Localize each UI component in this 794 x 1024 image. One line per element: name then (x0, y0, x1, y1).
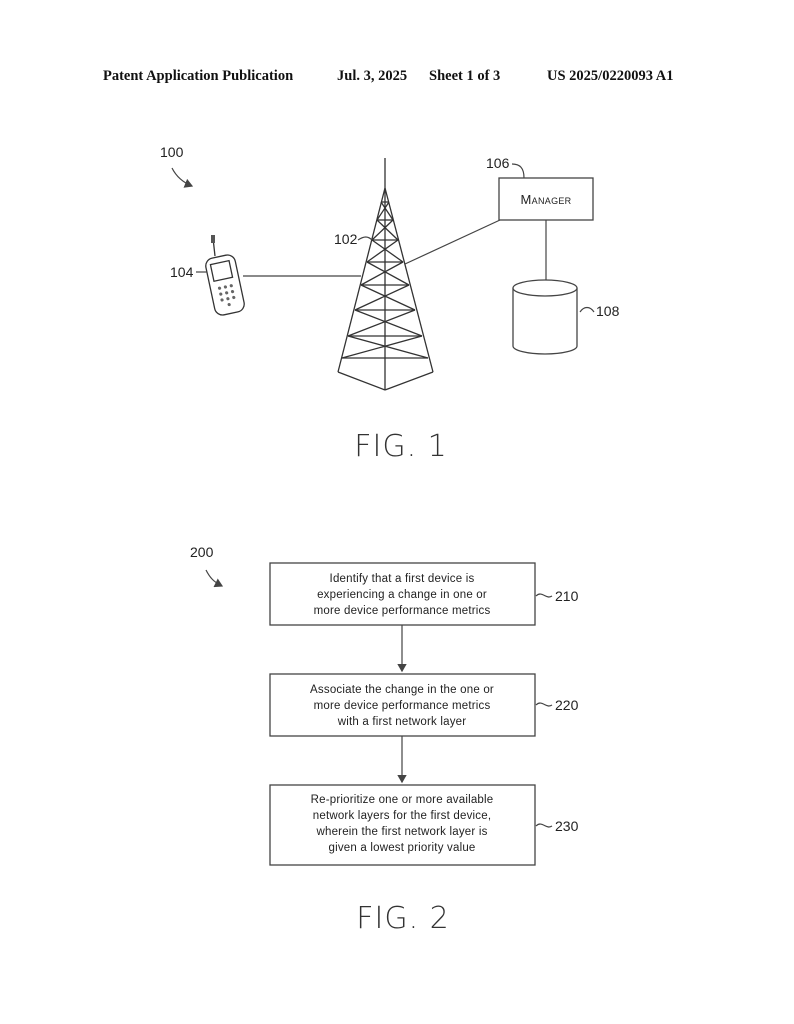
ref-method-arrow (205, 569, 224, 588)
step-210-line-2: experiencing a change in one or (317, 589, 487, 601)
step-210-line-1: Identify that a first device is (330, 573, 475, 585)
flow-step-220: Associate the change in the one or more … (269, 673, 579, 737)
flow-step-230: Re-prioritize one or more available netw… (269, 784, 579, 866)
figure-1: 100 102 (160, 144, 620, 464)
ref-manager-leader (511, 163, 525, 179)
step-230-line-2: network layers for the first device, (313, 810, 492, 822)
ref-method-200: 200 (190, 544, 214, 560)
flow-step-210: Identify that a first device is experien… (269, 562, 579, 626)
publication-date: Jul. 3, 2025 (337, 68, 408, 84)
tower-manager-link (404, 219, 501, 265)
step-230-line-1: Re-prioritize one or more available (311, 794, 494, 806)
ref-step-220: 220 (555, 697, 579, 713)
publication-number: US 2025/0220093 A1 (547, 68, 674, 84)
figure-1-caption: FIG. 1 (354, 429, 448, 464)
ref-system-100: 100 (160, 144, 184, 160)
publication-label: Patent Application Publication (103, 68, 294, 84)
ref-tower-102: 102 (334, 231, 358, 247)
step-220-line-1: Associate the change in the one or (310, 684, 494, 696)
ref-database-108: 108 (596, 303, 620, 319)
step-230-leader (535, 823, 553, 828)
ref-phone-104: 104 (170, 264, 194, 280)
step-210-leader (535, 593, 553, 598)
database-icon (512, 279, 578, 355)
step-230-line-4: given a lowest priority value (328, 842, 475, 854)
step-220-leader (535, 702, 553, 707)
step-220-line-2: more device performance metrics (314, 700, 491, 712)
step-210-line-3: more device performance metrics (314, 605, 491, 617)
ref-system-arrow (171, 167, 194, 188)
manager-box (498, 177, 594, 221)
manager-label: Manager (521, 192, 572, 207)
sheet-number: Sheet 1 of 3 (429, 68, 501, 84)
cell-tower-icon (337, 158, 434, 391)
ref-step-210: 210 (555, 588, 579, 604)
ref-database-leader (579, 306, 595, 313)
step-220-line-3: with a first network layer (337, 716, 467, 728)
page-header: Patent Application Publication Jul. 3, 2… (0, 68, 794, 88)
ref-manager-106: 106 (486, 155, 510, 171)
mobile-phone-icon (205, 235, 245, 316)
figure-2: 200 Identify that a first device is expe… (190, 544, 579, 936)
ref-tower-leader (357, 236, 373, 241)
ref-step-230: 230 (555, 818, 579, 834)
step-230-line-3: wherein the first network layer is (315, 826, 487, 838)
figure-2-caption: FIG. 2 (356, 901, 450, 936)
